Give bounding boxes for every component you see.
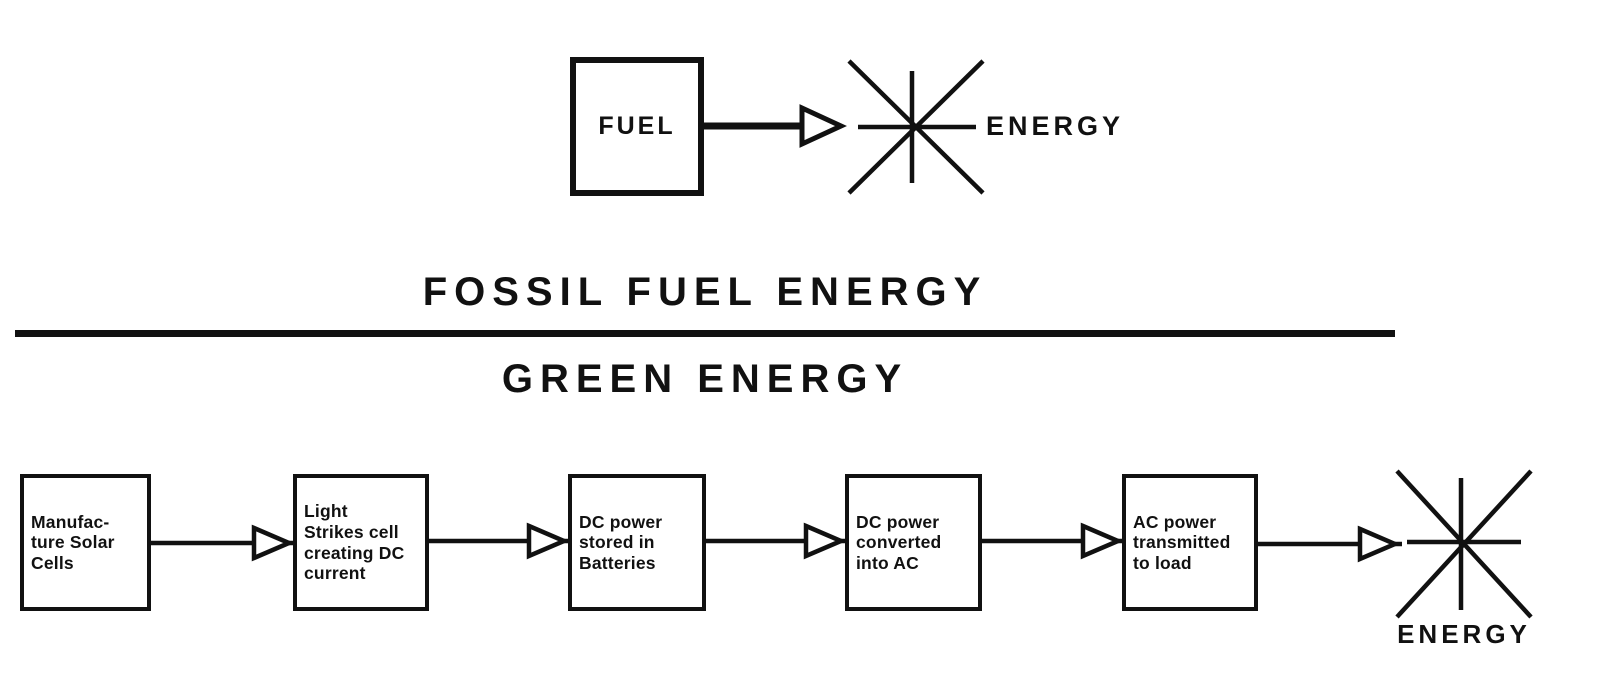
step5-to-energy-arrow xyxy=(1258,525,1402,563)
step-box-manufacture-solar-cells: Manufac- ture Solar Cells xyxy=(20,474,151,611)
step-box-ac-transmitted-load: AC power transmitted to load xyxy=(1122,474,1258,611)
section-divider-line xyxy=(15,330,1395,337)
step-label: DC power stored in Batteries xyxy=(579,511,663,573)
step3-to-step4-arrow xyxy=(706,522,847,560)
step-label: AC power transmitted to load xyxy=(1133,511,1231,573)
energy-burst-icon-top xyxy=(847,59,985,195)
energy-label-bottom: ENERGY xyxy=(1397,619,1531,649)
fossil-fuel-heading: FOSSIL FUEL ENERGY xyxy=(422,270,988,314)
step1-to-step2-arrow xyxy=(151,524,295,562)
step-box-light-strikes-cell: Light Strikes cell creating DC current xyxy=(293,474,429,611)
step-box-dc-converted-ac: DC power converted into AC xyxy=(845,474,982,611)
step-label: DC power converted into AC xyxy=(856,511,942,573)
fuel-box: FUEL xyxy=(570,57,704,196)
step-label: Light Strikes cell creating DC current xyxy=(304,501,405,584)
energy-label-top: ENERGY xyxy=(986,111,1125,141)
step4-to-step5-arrow xyxy=(982,522,1124,560)
step-box-dc-power-stored: DC power stored in Batteries xyxy=(568,474,706,611)
energy-burst-icon-bottom xyxy=(1395,469,1533,619)
fuel-to-energy-arrow xyxy=(704,104,847,148)
green-energy-heading: GREEN ENERGY xyxy=(501,357,909,401)
fuel-box-label: FUEL xyxy=(598,112,676,140)
step-label: Manufac- ture Solar Cells xyxy=(31,511,115,573)
step2-to-step3-arrow xyxy=(429,522,570,560)
